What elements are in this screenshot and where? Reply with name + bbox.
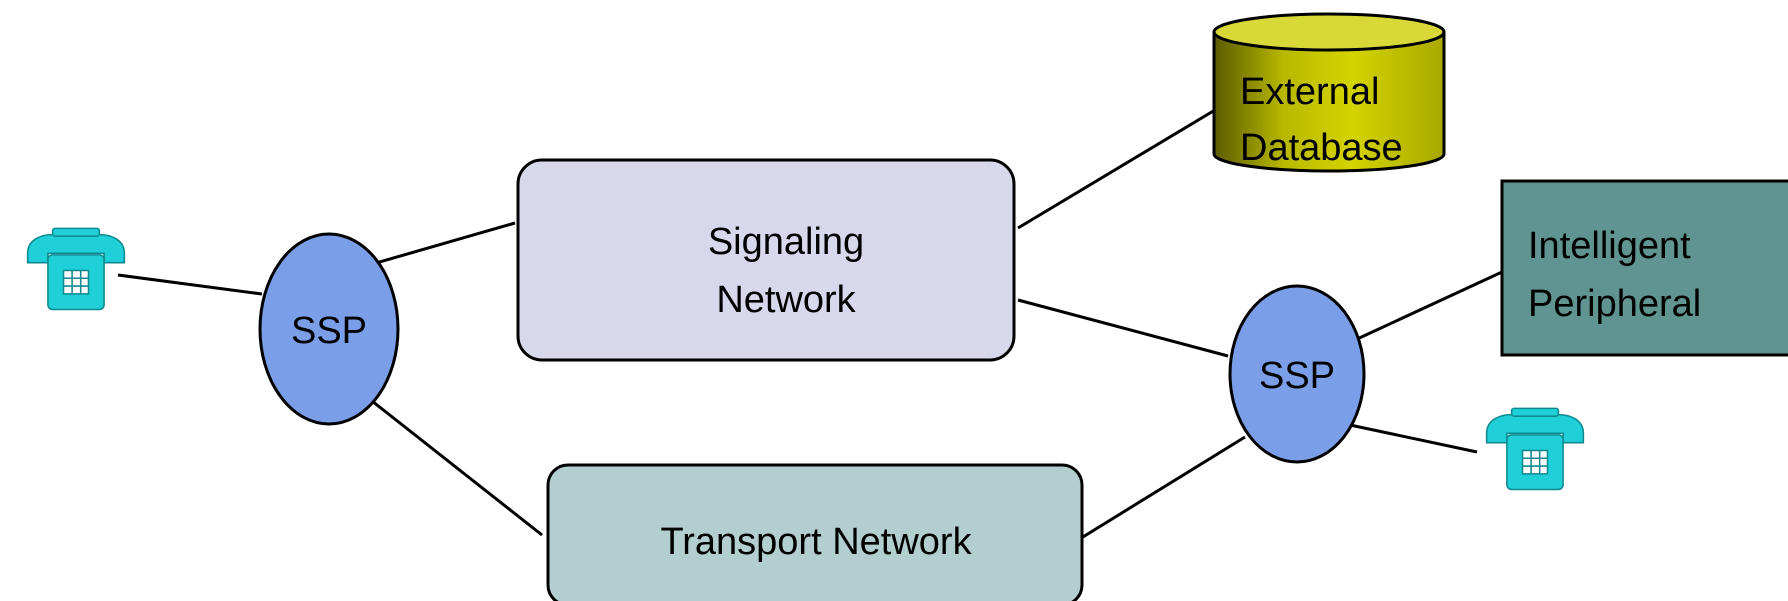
ssp-node-right: SSP	[1228, 284, 1366, 464]
edge-signaling-ssp-right	[1017, 298, 1229, 358]
edge-signaling-database	[1017, 108, 1216, 230]
signaling-network-label-line2: Network	[716, 279, 856, 321]
external-database-label-line2: Database	[1240, 127, 1403, 169]
ssp-node-left: SSP	[258, 232, 400, 426]
edge-transport-ssp-right	[1077, 435, 1246, 542]
signaling-network-label-line1: Signaling	[708, 221, 864, 263]
telephone-icon	[26, 227, 126, 311]
intelligent-peripheral-label-line2: Peripheral	[1528, 283, 1701, 325]
external-database-label-line1: External	[1240, 71, 1379, 113]
ssp-left-label: SSP	[291, 310, 367, 352]
external-database-node: External Database	[1212, 12, 1446, 173]
signaling-network-node: Signaling Network	[516, 158, 1016, 362]
edge-ssp-signaling	[375, 221, 516, 265]
edge-left-phone-ssp	[117, 273, 263, 296]
transport-network-label: Transport Network	[660, 521, 972, 563]
telephone-icon	[1485, 407, 1585, 491]
ssp-right-label: SSP	[1259, 355, 1335, 397]
transport-network-node: Transport Network	[546, 463, 1084, 601]
edge-ssp-right-phone	[1349, 423, 1478, 454]
intelligent-peripheral-label-line1: Intelligent	[1528, 225, 1691, 267]
edge-ssp-transport	[357, 388, 543, 537]
intelligent-peripheral-node: Intelligent Peripheral	[1500, 179, 1788, 357]
edge-ssp-right-peripheral	[1354, 270, 1503, 342]
